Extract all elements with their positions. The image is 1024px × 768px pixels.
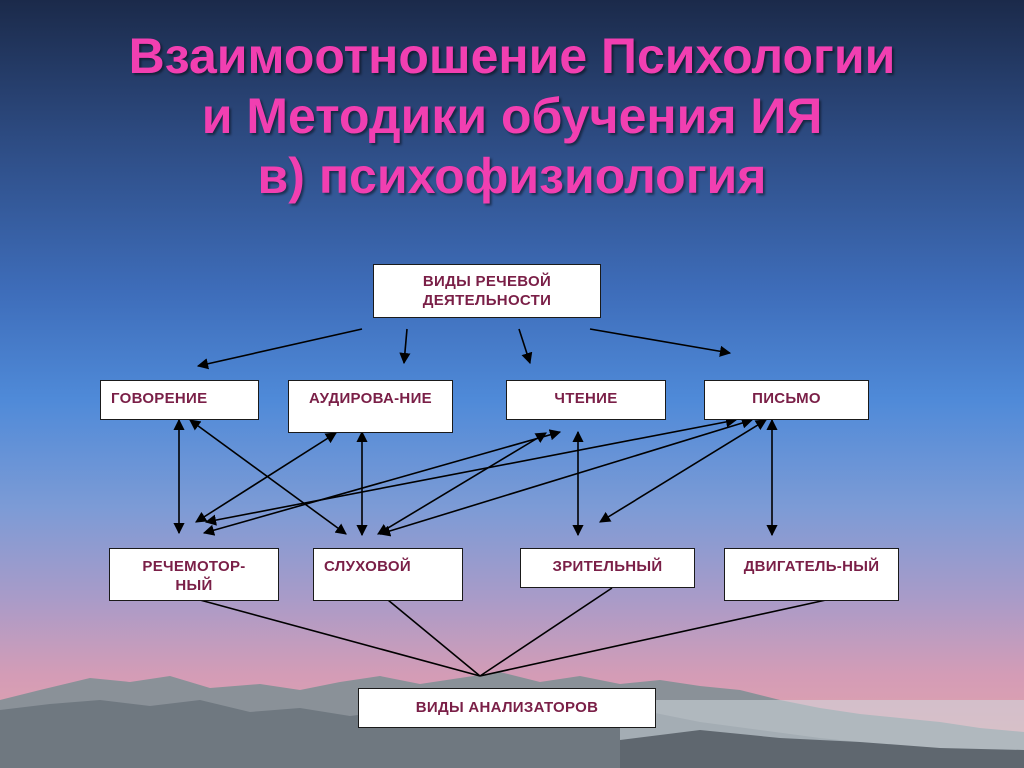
title-line-3: в) психофизиология bbox=[257, 148, 767, 204]
listening-box: АУДИРОВА-НИЕ bbox=[288, 380, 453, 433]
visual-label: ЗРИТЕЛЬНЫЙ bbox=[552, 558, 663, 575]
speaking-label: ГОВОРЕНИЕ bbox=[111, 390, 208, 407]
speech-activity-types-box: ВИДЫ РЕЧЕВОЙ ДЕЯТЕЛЬНОСТИ bbox=[373, 264, 601, 318]
speaking-box: ГОВОРЕНИЕ bbox=[100, 380, 259, 420]
reading-box: ЧТЕНИЕ bbox=[506, 380, 666, 420]
speech-motor-label-line-1: РЕЧЕМОТОР- bbox=[142, 558, 246, 575]
auditory-box: СЛУХОВОЙ bbox=[313, 548, 463, 601]
visual-box: ЗРИТЕЛЬНЫЙ bbox=[520, 548, 695, 588]
slide-title: Взаимоотношение Психологии и Методики об… bbox=[0, 26, 1024, 206]
motor-label: ДВИГАТЕЛЬ-НЫЙ bbox=[743, 558, 880, 575]
title-line-2: и Методики обучения ИЯ bbox=[201, 88, 823, 144]
analyzer-types-label: ВИДЫ АНАЛИЗАТОРОВ bbox=[415, 699, 599, 716]
reading-label: ЧТЕНИЕ bbox=[554, 390, 618, 407]
title-line-1: Взаимоотношение Психологии bbox=[128, 28, 896, 84]
writing-box: ПИСЬМО bbox=[704, 380, 869, 420]
listening-label: АУДИРОВА-НИЕ bbox=[309, 390, 432, 407]
speech-activity-types-line-1: ВИДЫ РЕЧЕВОЙ bbox=[422, 273, 552, 290]
speech-motor-box: РЕЧЕМОТОР- НЫЙ bbox=[109, 548, 279, 601]
motor-box: ДВИГАТЕЛЬ-НЫЙ bbox=[724, 548, 899, 601]
speech-activity-types-line-2: ДЕЯТЕЛЬНОСТИ bbox=[422, 292, 552, 309]
speech-motor-label-line-2: НЫЙ bbox=[175, 577, 213, 594]
writing-label: ПИСЬМО bbox=[752, 390, 821, 407]
analyzer-types-box: ВИДЫ АНАЛИЗАТОРОВ bbox=[358, 688, 656, 728]
auditory-label: СЛУХОВОЙ bbox=[324, 558, 411, 575]
